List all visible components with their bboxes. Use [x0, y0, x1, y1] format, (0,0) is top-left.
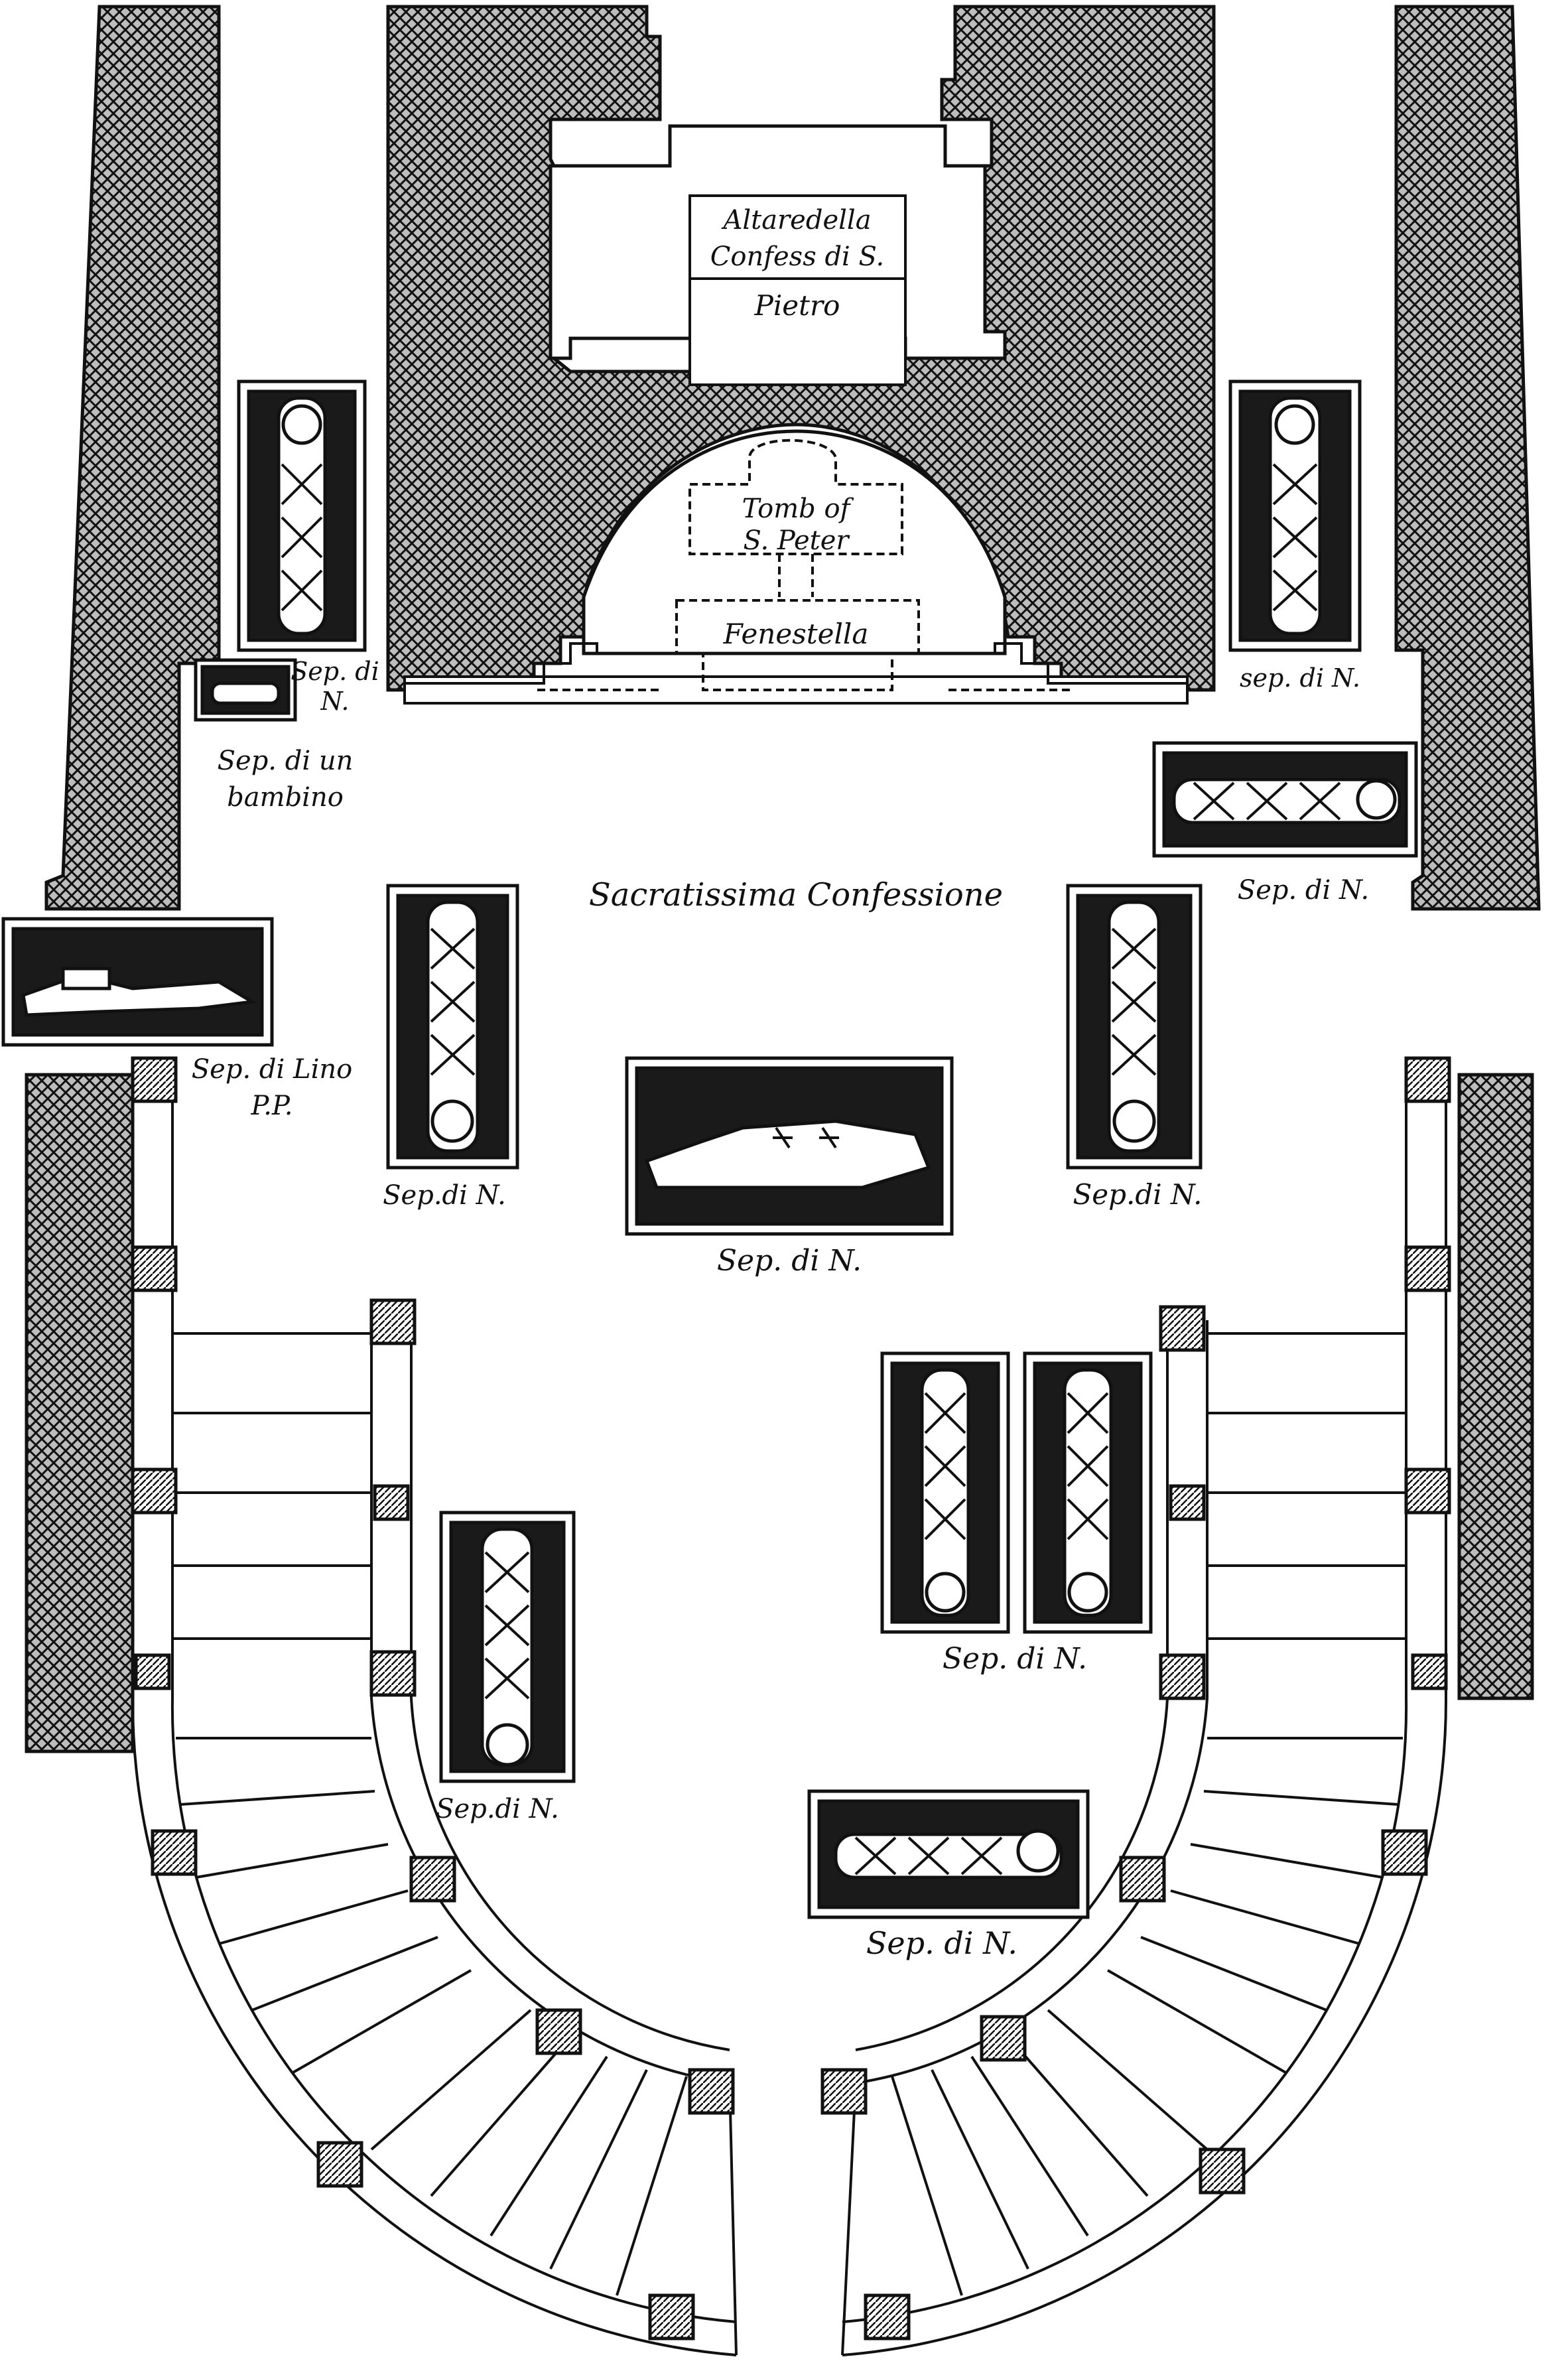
sepulchre-pair-right	[1023, 1351, 1153, 1634]
wall-right-lower	[1457, 1073, 1534, 1700]
sep-left-top-label-2: N.	[320, 687, 350, 716]
sepulchre-lino	[1, 917, 274, 1047]
sep-right-horizontal-label: Sep. di N.	[1238, 875, 1369, 906]
tomb-label-2: S. Peter	[743, 525, 850, 556]
sepulchre-left-mid	[386, 884, 519, 1170]
lino-label-2: P.P.	[250, 1091, 293, 1121]
plan-labels: Altaredella Confess di S. Pietro Tomb of…	[192, 205, 1369, 1961]
sep-right-top-label: sep. di N.	[1240, 663, 1360, 693]
bambino-label-2: bambino	[227, 782, 344, 813]
masonry-walls	[25, 5, 1541, 1753]
sepulchre-pair-left	[880, 1351, 1010, 1634]
sep-pair-label: Sep. di N.	[943, 1642, 1087, 1676]
sepulchre-lower-right	[807, 1789, 1090, 1919]
wall-right-upper	[1394, 5, 1541, 911]
sepulchre-right-horizontal	[1152, 741, 1418, 858]
altar-label-3: Pietro	[754, 289, 840, 322]
sepulchre-top-right	[1228, 379, 1362, 652]
sepulchres	[1, 379, 1418, 1919]
sep-left-mid-label: Sep.di N.	[383, 1180, 506, 1211]
confessione-label: Sacratissima Confessione	[589, 876, 1003, 914]
right-stair-straight	[1166, 1075, 1447, 1698]
altar-box	[688, 194, 907, 386]
sep-lower-left-label: Sep.di N.	[436, 1794, 559, 1824]
sep-center-label: Sep. di N.	[717, 1244, 862, 1278]
fenestella-label: Fenestella	[723, 618, 869, 650]
sep-lower-right-label: Sep. di N.	[866, 1925, 1017, 1961]
left-stair-straight	[131, 1075, 413, 1698]
bambino-label-1: Sep. di un	[218, 746, 354, 776]
wall-left-lower	[25, 1073, 135, 1753]
balustrade-posts	[131, 1056, 1451, 2341]
sep-right-mid-label: Sep.di N.	[1073, 1178, 1203, 1211]
altar-area	[549, 124, 1007, 386]
curved-stair	[131, 1698, 1448, 2356]
sepulchre-right-mid	[1066, 884, 1203, 1170]
altar-label-2: Confess di S.	[710, 241, 885, 272]
fenestella-outline	[675, 599, 920, 691]
sepulchre-center	[625, 1056, 954, 1236]
tomb-label-1: Tomb of	[742, 494, 854, 524]
sep-left-top-label-1: Sep. di	[291, 657, 379, 686]
sepulchre-lower-left	[439, 1511, 576, 1783]
altar-label-1: Altaredella	[720, 205, 871, 236]
lino-label-1: Sep. di Lino	[192, 1054, 352, 1085]
tomb-of-st-peter	[537, 439, 1075, 691]
sepulchre-top-left	[237, 379, 367, 652]
wall-center-block	[386, 5, 1216, 692]
sepulchre-bambino	[194, 658, 297, 722]
wall-left-upper	[44, 5, 221, 911]
